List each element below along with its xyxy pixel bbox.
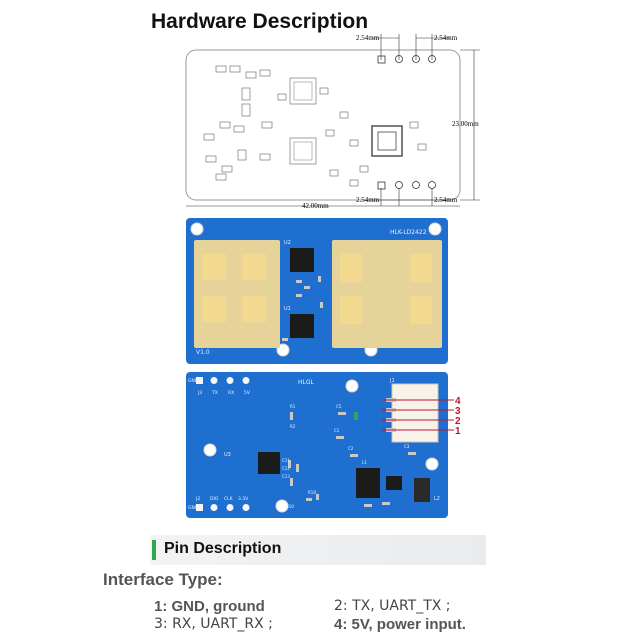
bottom-pads [196, 504, 250, 511]
pin-callouts: 4 3 2 1 [382, 396, 461, 437]
board-name-label: HLK-LD2422 [390, 229, 427, 236]
part-label: C12 [282, 466, 290, 471]
uart-connector [391, 383, 439, 443]
callout-number-2: 2 [455, 416, 461, 427]
bottom-label-gnd: GND [188, 505, 199, 511]
part-label: R1 [290, 404, 296, 409]
chip-u2 [290, 248, 314, 272]
pad-round [395, 55, 403, 63]
mounting-hole [425, 457, 439, 471]
part-label: C11 [282, 458, 290, 463]
inductor-label: L2 [434, 496, 440, 502]
pitch-top-left: 2.54mm [356, 34, 380, 42]
header-label-rx: RX [228, 390, 234, 396]
power-ic-1 [356, 468, 380, 498]
pcb-top-view: U2 U1 HLK-LD2422 V1.0 [186, 218, 448, 364]
bottom-label-j2: J2 [195, 496, 200, 502]
part-label: R10 [286, 504, 294, 509]
callout-number-4: 4 [455, 396, 461, 407]
dimension-drawing: 2.54mm 2.54mm 23.00mm 2.54mm 2.54mm 42.0… [185, 34, 480, 210]
part-label: C2 [348, 446, 354, 451]
power-ic-2 [386, 476, 402, 490]
pcb-bottom-view: GND J3 TX RX 5V HLGL J1 U3 L2 GND J2 DIO… [186, 372, 448, 518]
part-label: C3 [404, 444, 410, 449]
silkscreen-components [203, 65, 427, 187]
chip-u1-label: U1 [284, 306, 291, 312]
pad-round [412, 55, 420, 63]
pad-round [412, 181, 420, 189]
callout-number-3: 3 [455, 406, 461, 417]
pitch-top-right: 2.54mm [434, 34, 458, 42]
header-label-5v: 5V [244, 390, 251, 396]
pin-description-header-bar [150, 535, 486, 565]
pcb-bottom-board [186, 372, 448, 518]
pad-square-top [377, 55, 386, 64]
header-label-j3: J3 [197, 390, 202, 396]
part-label: C1 [334, 428, 340, 433]
mounting-hole [428, 222, 442, 236]
pin-3-description: 3: RX, UART_RX ; [154, 616, 273, 632]
bottom-label-clk: CLK [224, 496, 234, 502]
pad-square-bottom [377, 181, 386, 190]
pin-description-accent [152, 540, 156, 560]
header-label-gnd: GND [188, 378, 199, 384]
passive-components [288, 412, 416, 507]
callout-number-1: 1 [455, 426, 461, 437]
mcu-chip [258, 452, 280, 474]
pcb-component [354, 412, 358, 420]
inductor [414, 478, 430, 502]
pin-4-description: 4: 5V, power input. [334, 616, 466, 633]
interface-type-label: Interface Type: [103, 570, 223, 589]
mounting-hole [276, 343, 290, 357]
antenna-array-right [332, 240, 442, 348]
part-label: R18 [308, 490, 316, 495]
smd-components [282, 276, 323, 341]
mounting-hole [190, 222, 204, 236]
width-dimension: 42.00mm [302, 202, 329, 210]
mounting-hole [203, 443, 217, 457]
part-label: R2 [290, 424, 296, 429]
header-pads [196, 377, 250, 384]
pin-description-title: Pin Description [164, 540, 282, 557]
antenna-array-left [194, 240, 280, 348]
pin-1-description: 1: GND, ground [154, 598, 265, 615]
height-dimension: 23.00mm [452, 120, 479, 128]
bottom-label-3v3: 3.3V [238, 496, 249, 502]
mounting-hole [275, 499, 289, 513]
header-label-tx: TX [211, 390, 218, 396]
part-label: C13 [282, 474, 290, 479]
board-outline [185, 49, 461, 201]
pitch-bottom-left: 2.54mm [356, 196, 380, 204]
mcu-label: U3 [224, 452, 231, 458]
brand-label: HLGL [298, 379, 315, 386]
mounting-hole [345, 379, 359, 393]
part-label: C5 [336, 404, 342, 409]
bottom-label-dio: DIO [210, 496, 219, 502]
connector-label: J1 [389, 378, 395, 384]
chip-u1 [290, 314, 314, 338]
part-label: L1 [362, 460, 367, 465]
pad-round [428, 55, 436, 63]
board-version-label: V1.0 [196, 349, 210, 356]
chip-u2-label: U2 [284, 240, 291, 246]
pin-2-description: 2: TX, UART_TX ; [334, 598, 451, 614]
pitch-bottom-right: 2.54mm [434, 196, 458, 204]
hardware-description-title: Hardware Description [151, 10, 369, 33]
